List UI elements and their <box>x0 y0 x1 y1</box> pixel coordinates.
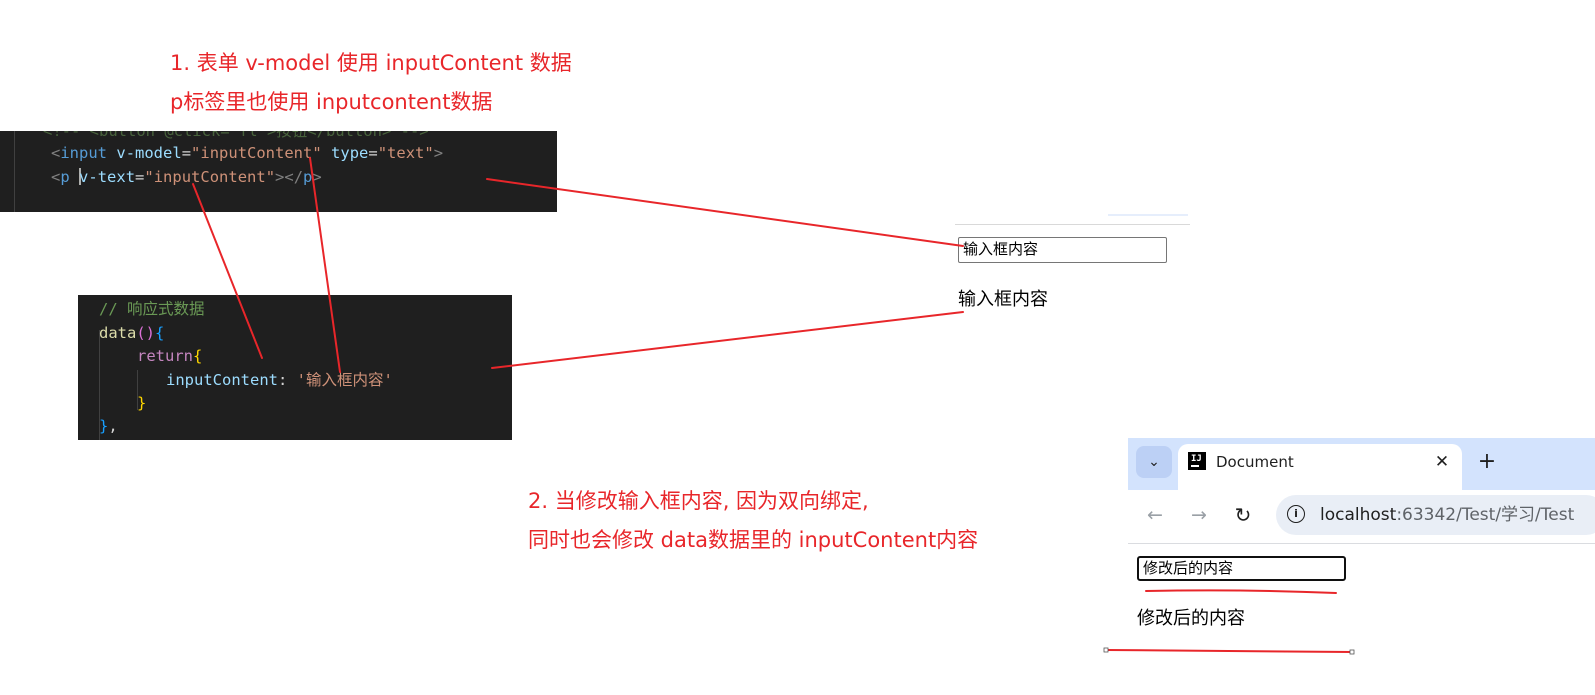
return-line: return{ <box>137 347 203 365</box>
template-code-snippet: <!-- <button @click="fl">按钮</button> -->… <box>0 131 557 212</box>
address-url[interactable]: localhost:63342/Test/学习/Test <box>1320 505 1575 525</box>
underline-input <box>1145 589 1337 594</box>
underline-paragraph <box>1105 649 1353 653</box>
annotation-note-1-line-1: 1. 表单 v-model 使用 inputContent 数据 <box>170 51 572 75</box>
edited-text-input[interactable]: 修改后的内容 <box>1137 556 1346 581</box>
line-p-to-input <box>486 178 964 247</box>
browser-toolbar-divider <box>955 224 1190 225</box>
annotation-note-2-line-2: 同时也会修改 data数据里的 inputContent内容 <box>528 528 979 552</box>
input-v-model-line: <input v-model="inputContent" type="text… <box>51 144 444 162</box>
browser-tab-document[interactable] <box>1178 444 1462 490</box>
comment-line: // 响应式数据 <box>99 300 205 318</box>
handle-right <box>1349 649 1355 655</box>
p-v-text-line: <p v-text="inputContent"></p> <box>51 168 322 186</box>
input-content-property-line: inputContent: '输入框内容' <box>166 371 393 389</box>
demo-text-input[interactable]: 输入框内容 <box>958 237 1167 263</box>
edited-paragraph: 修改后的内容 <box>1137 608 1245 629</box>
line-vtext-to-data <box>309 157 341 373</box>
data-function-line: data(){ <box>99 324 165 342</box>
tab-list-chevron-icon[interactable]: ⌄ <box>1136 446 1172 478</box>
back-arrow-icon[interactable]: ← <box>1147 504 1163 526</box>
commented-code-line: <!-- <button @click="fl">按钮</button> --> <box>43 131 429 140</box>
address-bar[interactable] <box>1276 495 1595 535</box>
line-vmodel-to-data <box>192 183 263 359</box>
handle-left <box>1103 647 1109 653</box>
line-data-to-paragraph <box>491 311 964 369</box>
browser-edge-fragment <box>1108 214 1188 216</box>
demo-paragraph: 输入框内容 <box>958 289 1048 310</box>
data-close-line: }, <box>99 417 118 435</box>
annotation-note-1-line-2: p标签里也使用 inputcontent数据 <box>170 90 493 114</box>
return-close-line: } <box>137 394 147 412</box>
tab-title: Document <box>1216 453 1294 471</box>
new-tab-plus-icon[interactable]: + <box>1477 449 1497 474</box>
intellij-favicon-icon: IJ <box>1188 452 1206 470</box>
script-code-snippet: // 响应式数据 data(){ return{ inputContent: '… <box>78 295 512 440</box>
annotation-note-2-line-1: 2. 当修改输入框内容, 因为双向绑定, <box>528 489 869 513</box>
forward-arrow-icon[interactable]: → <box>1191 504 1207 526</box>
tab-close-icon[interactable]: ✕ <box>1434 452 1450 472</box>
text-cursor <box>79 168 82 185</box>
site-info-icon[interactable]: i <box>1287 505 1305 523</box>
reload-icon[interactable]: ↻ <box>1234 503 1252 527</box>
